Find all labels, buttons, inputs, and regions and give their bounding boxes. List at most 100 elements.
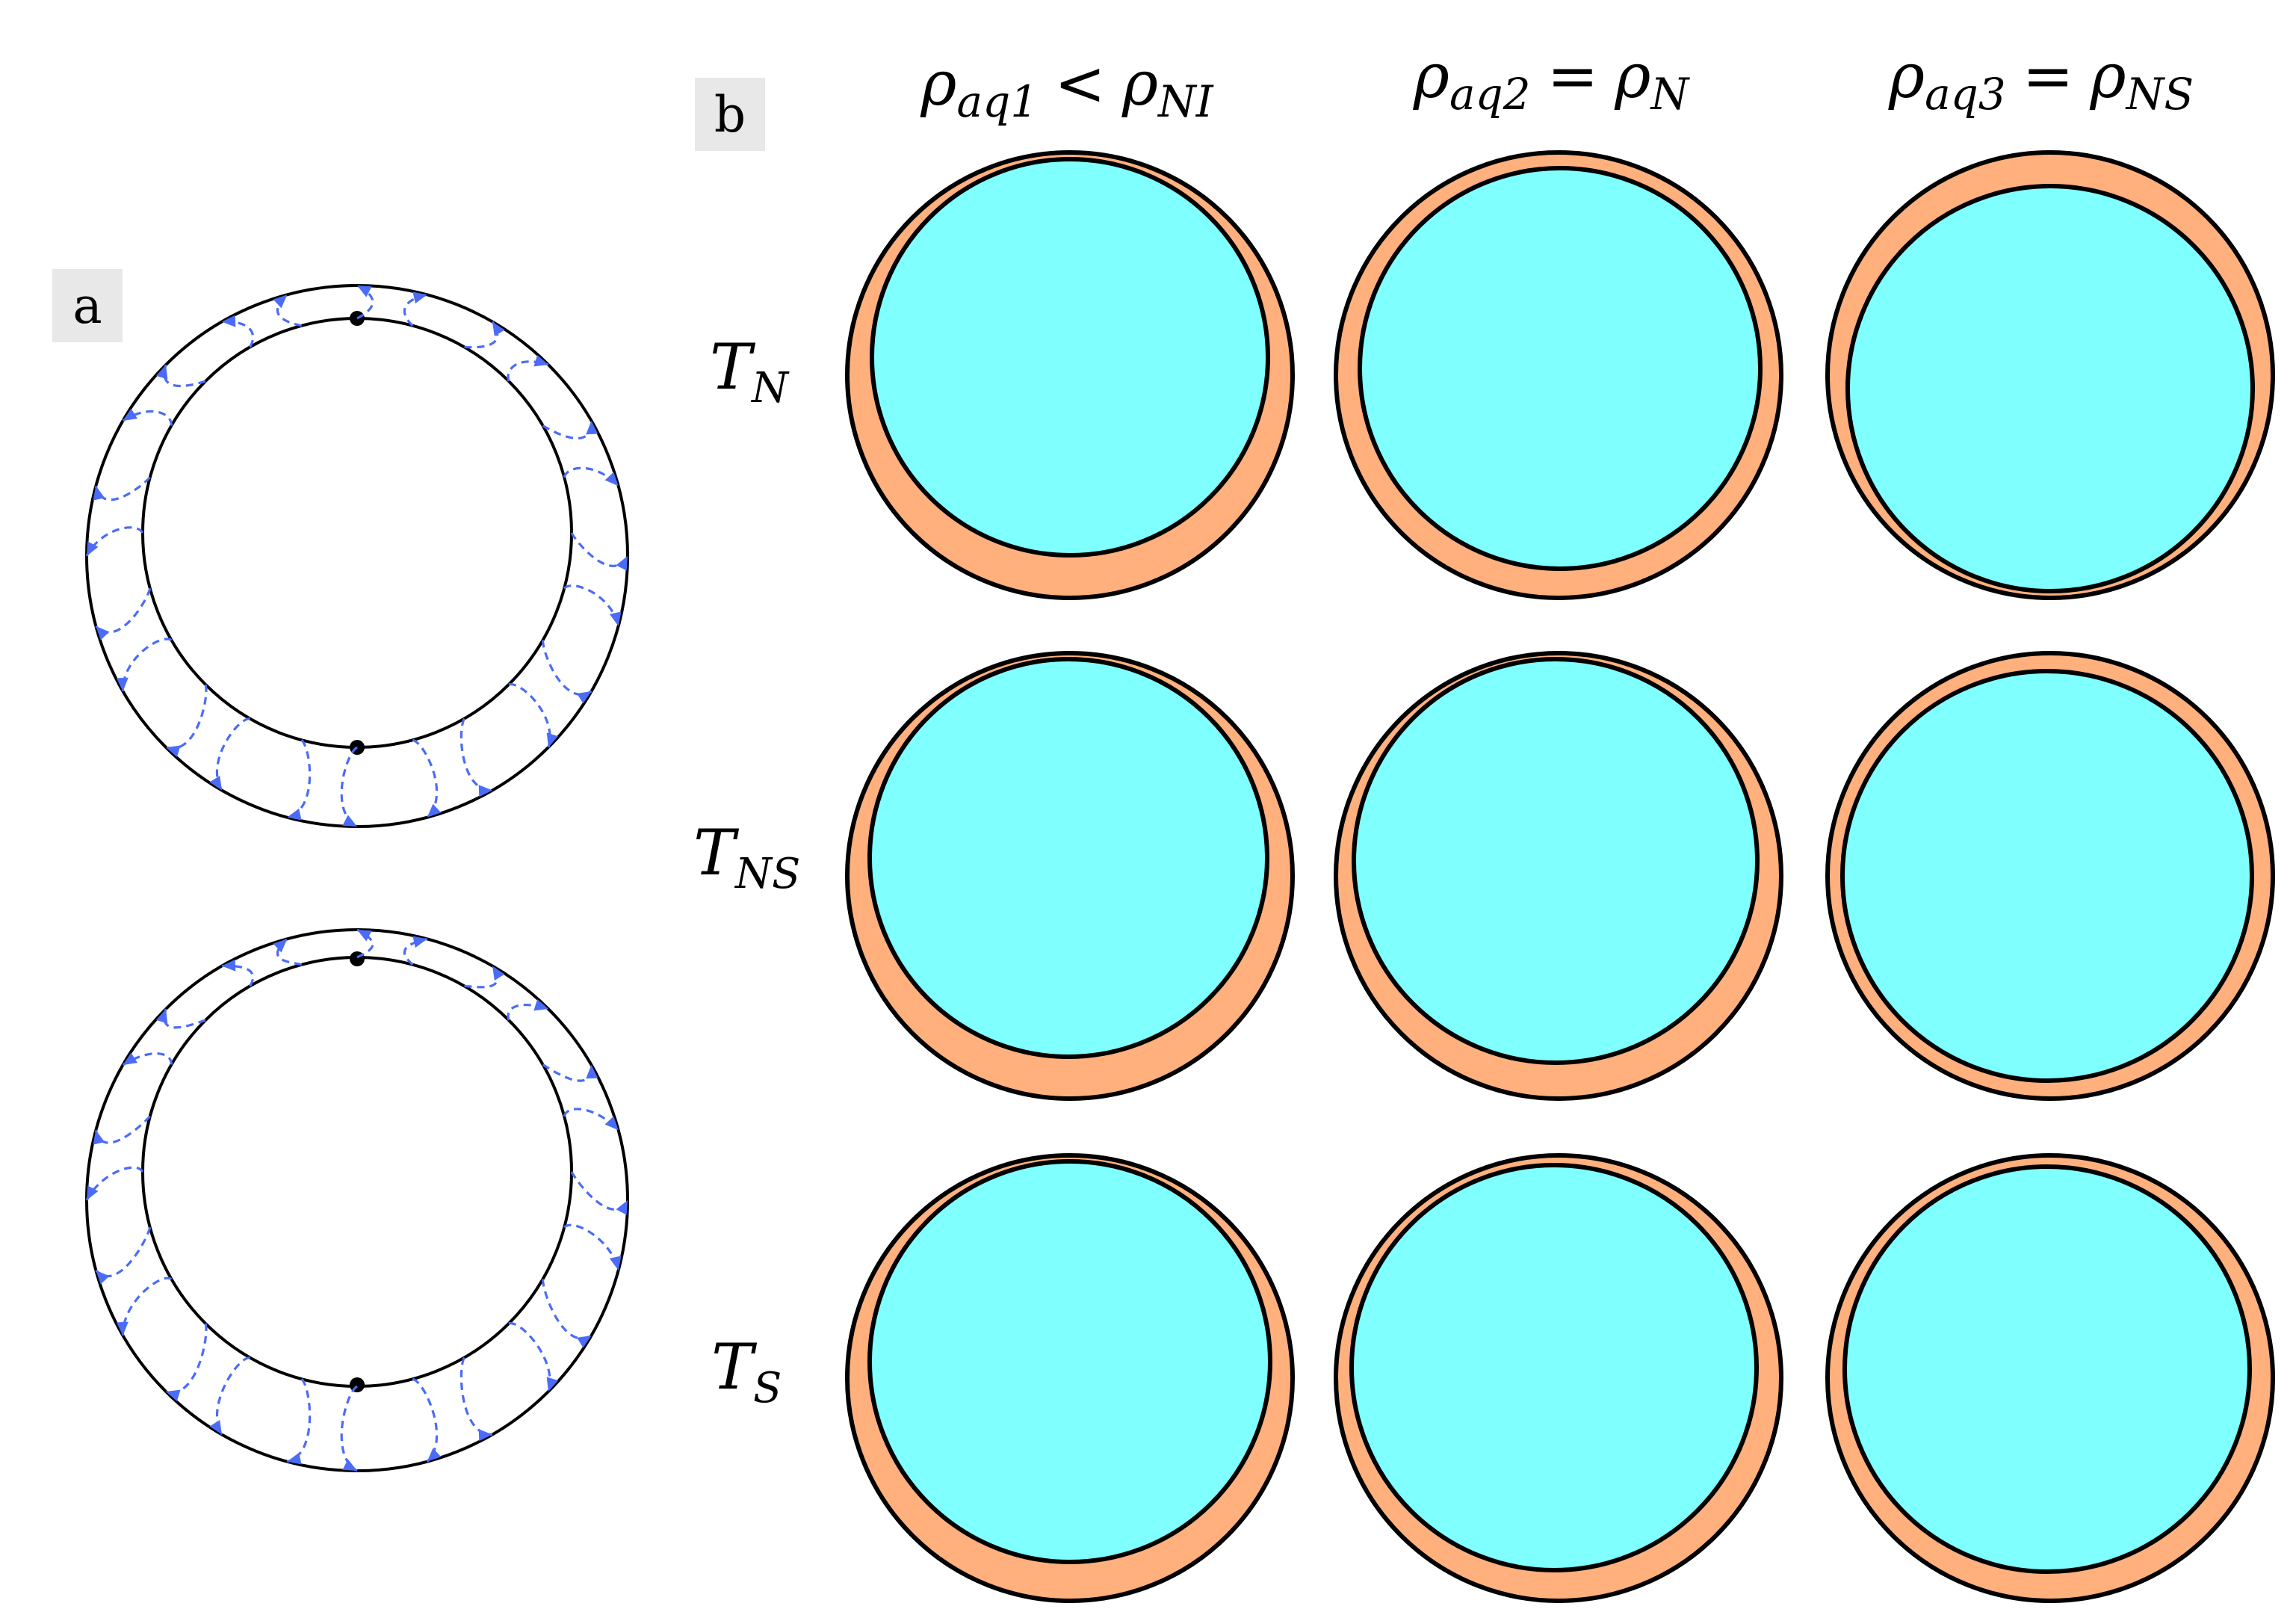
field-arrowhead xyxy=(609,1256,622,1270)
field-line xyxy=(570,1171,629,1211)
field-arrowhead xyxy=(222,315,236,327)
field-line xyxy=(276,938,303,966)
field-arrowhead xyxy=(222,959,236,972)
field-arrowhead xyxy=(93,486,105,501)
field-arrowhead xyxy=(604,1116,619,1131)
field-line xyxy=(95,587,152,634)
field-line xyxy=(121,1276,173,1336)
shell-r3-c1 xyxy=(845,1153,1295,1603)
field-line xyxy=(508,683,551,748)
field-arrowhead xyxy=(287,808,302,821)
shell-r2-c2 xyxy=(1334,651,1783,1101)
field-arrowhead xyxy=(609,611,622,626)
column-headers: ρaq1<ρNI ρaq2=ρN ρaq3=ρNS xyxy=(920,41,2194,127)
field-line xyxy=(464,321,499,349)
field-arrowhead xyxy=(478,785,492,797)
field-line xyxy=(356,928,374,959)
panel-a-schematics xyxy=(85,284,629,1472)
column-header-3: ρaq3=ρNS xyxy=(1888,41,2194,120)
field-line xyxy=(163,364,206,388)
field-arrowhead xyxy=(287,1452,302,1465)
field-line xyxy=(286,1378,312,1463)
svg-text:a: a xyxy=(72,277,102,335)
field-arrowhead xyxy=(586,1065,598,1079)
field-line xyxy=(85,1166,144,1201)
field-arrowhead xyxy=(577,1336,592,1348)
field-arrowhead xyxy=(93,1130,105,1145)
field-line xyxy=(542,420,593,439)
core xyxy=(1358,166,1763,571)
field-line xyxy=(216,717,250,791)
field-line xyxy=(541,640,592,696)
field-arrowhead xyxy=(478,1429,492,1442)
core xyxy=(1349,1163,1759,1572)
field-arrowhead xyxy=(96,1270,110,1285)
field-arrowhead xyxy=(427,1448,442,1462)
shell-r2-c1 xyxy=(845,651,1295,1101)
field-line xyxy=(216,1356,250,1436)
row-label-3: TS xyxy=(711,1330,782,1412)
field-arrowhead xyxy=(412,291,427,304)
row-label-1: TN xyxy=(710,330,790,413)
defect-bottom xyxy=(350,1377,365,1392)
shell-grid xyxy=(845,150,2275,1603)
field-line xyxy=(403,937,428,966)
field-arrowhead xyxy=(87,1185,99,1200)
field-arrowhead xyxy=(533,999,548,1011)
field-arrowhead xyxy=(156,1009,168,1024)
core xyxy=(1352,657,1760,1065)
field-arrowhead xyxy=(427,803,442,818)
field-arrowhead xyxy=(546,1377,558,1392)
field-line xyxy=(459,1356,493,1436)
field-arrowhead xyxy=(616,1200,628,1215)
field-line xyxy=(221,964,255,987)
director-field-lines-top xyxy=(85,284,629,828)
field-line xyxy=(163,1008,206,1029)
field-line xyxy=(94,1115,151,1144)
panel-b-tag: b xyxy=(695,78,765,151)
field-arrowhead xyxy=(156,365,168,380)
field-arrowhead xyxy=(492,321,505,336)
shell-r2-c3 xyxy=(1825,651,2275,1101)
field-line xyxy=(165,684,208,750)
field-arrowhead xyxy=(533,355,548,367)
field-arrowhead xyxy=(273,939,288,953)
field-line xyxy=(563,1223,620,1271)
field-arrowhead xyxy=(116,677,129,691)
column-header-2: ρaq2=ρN xyxy=(1413,41,1691,120)
row-label-2: TNS xyxy=(693,816,800,898)
svg-text:b: b xyxy=(714,86,746,143)
field-line xyxy=(95,1226,152,1278)
field-line xyxy=(122,410,173,426)
shell-schematic-top xyxy=(85,284,629,828)
field-arrowhead xyxy=(357,285,372,297)
shell-r1-c3 xyxy=(1825,150,2275,600)
field-line xyxy=(563,584,620,627)
core xyxy=(867,657,1269,1059)
inner-boundary xyxy=(141,317,573,749)
field-arrowhead xyxy=(586,421,598,435)
field-arrowhead xyxy=(604,472,619,487)
field-arrowhead xyxy=(546,732,558,747)
field-arrowhead xyxy=(209,1420,222,1435)
core xyxy=(1842,1164,2252,1574)
field-arrowhead xyxy=(166,1389,181,1401)
shell-r3-c3 xyxy=(1825,1153,2275,1603)
core xyxy=(870,157,1270,558)
field-arrowhead xyxy=(123,408,137,421)
shell-schematic-bottom xyxy=(85,928,629,1472)
field-line xyxy=(459,717,493,792)
shell-r1-c2 xyxy=(1334,150,1783,600)
field-arrowhead xyxy=(342,1459,357,1471)
field-line xyxy=(85,526,144,557)
field-arrowhead xyxy=(357,930,372,942)
field-arrowhead xyxy=(209,776,222,791)
field-arrowhead xyxy=(166,745,181,757)
field-arrowhead xyxy=(412,936,427,948)
field-arrowhead xyxy=(616,556,628,571)
field-arrowhead xyxy=(492,966,505,981)
shell-r3-c2 xyxy=(1334,1153,1783,1603)
field-line xyxy=(122,1052,173,1066)
panel-a-tag: a xyxy=(52,269,123,342)
